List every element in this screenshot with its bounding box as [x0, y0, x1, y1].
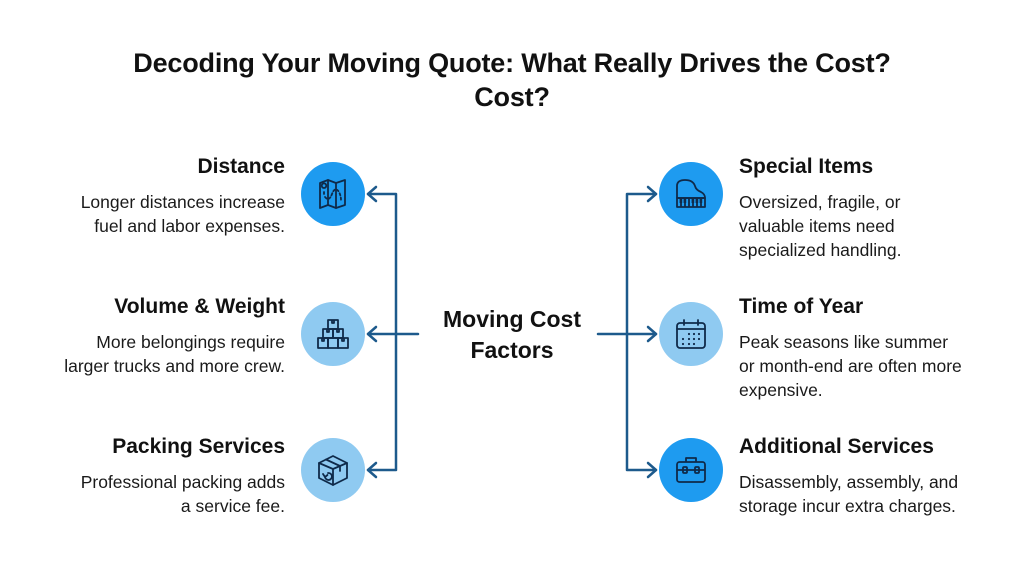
factor-description-line: larger trucks and more crew.	[64, 356, 285, 376]
factor-title: Special Items	[739, 155, 874, 178]
factor-description-line: Peak seasons like summer	[739, 332, 949, 352]
factor-distance: Distance Longer distances increase fuel …	[25, 154, 285, 238]
factor-title: Distance	[197, 155, 285, 178]
stacked-boxes-icon	[317, 319, 349, 349]
factor-description: Oversized, fragile, or valuable items ne…	[739, 190, 999, 262]
center-label: Moving Cost Factors	[420, 304, 604, 366]
packing-icon-circle	[301, 438, 365, 502]
factor-title: Volume & Weight	[114, 295, 285, 318]
factor-description-line: Longer distances increase	[80, 192, 285, 212]
factor-additional-services: Additional Services Disassembly, assembl…	[739, 434, 999, 518]
factor-title: Time of Year	[739, 295, 864, 318]
factor-title: Additional Services	[739, 435, 934, 458]
special-items-icon-circle	[659, 162, 723, 226]
factor-description-line: expensive.	[739, 380, 823, 400]
factor-description: More belongings require larger trucks an…	[25, 330, 285, 378]
factor-description: Peak seasons like summer or month-end ar…	[739, 330, 999, 402]
factor-special-items: Special Items Oversized, fragile, or val…	[739, 154, 999, 262]
time-of-year-icon-circle	[659, 302, 723, 366]
factor-description: Disassembly, assembly, and storage incur…	[739, 470, 999, 518]
factor-packing-services: Packing Services Professional packing ad…	[25, 434, 285, 518]
center-label-line-1: Moving Cost	[443, 306, 581, 332]
factor-title: Packing Services	[112, 435, 285, 458]
title-line-2: Cost?	[474, 82, 550, 112]
factor-description-line: or month-end are often more	[739, 356, 962, 376]
page-title: Decoding Your Moving Quote: What Really …	[0, 46, 1024, 114]
title-line-1: Decoding Your Moving Quote: What Really …	[133, 48, 891, 78]
factor-description-line: a service fee.	[180, 496, 285, 516]
factor-time-of-year: Time of Year Peak seasons like summer or…	[739, 294, 999, 402]
map-icon	[319, 179, 346, 209]
factor-description-line: fuel and labor expenses.	[94, 216, 285, 236]
toolbox-icon	[676, 457, 706, 483]
factor-description-line: storage incur extra charges.	[739, 496, 956, 516]
distance-icon-circle	[301, 162, 365, 226]
factor-description: Professional packing adds a service fee.	[25, 470, 285, 518]
center-label-line-2: Factors	[470, 337, 554, 363]
piano-icon	[676, 179, 706, 208]
additional-services-icon-circle	[659, 438, 723, 502]
volume-icon-circle	[301, 302, 365, 366]
factor-description-line: specialized handling.	[739, 240, 902, 260]
factor-volume-weight: Volume & Weight More belongings require …	[25, 294, 285, 378]
factor-description-line: Professional packing adds	[80, 472, 285, 492]
package-box-icon	[318, 455, 348, 486]
factor-description-line: Oversized, fragile, or	[739, 192, 901, 212]
calendar-icon	[676, 319, 706, 349]
factor-description: Longer distances increase fuel and labor…	[25, 190, 285, 238]
factor-description-line: valuable items need	[739, 216, 895, 236]
factor-description-line: More belongings require	[96, 332, 285, 352]
factor-description-line: Disassembly, assembly, and	[739, 472, 959, 492]
